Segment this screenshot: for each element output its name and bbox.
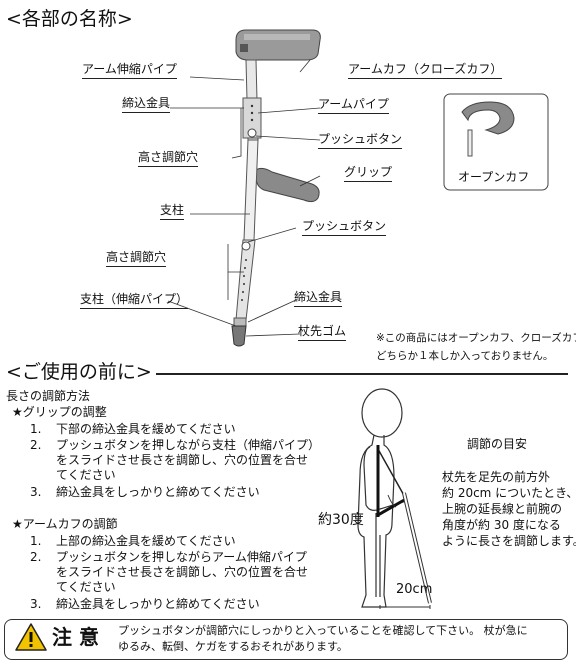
grip-step-3-text: 締込金具をしっかりと締めてください — [56, 485, 260, 499]
grip-step-2-line2: をスライドさせ長さを調節し、穴の位置を合せ — [56, 453, 309, 467]
cuff-step-3-num: 3. — [30, 597, 42, 611]
cuff-step-2-line3: てください — [56, 580, 116, 594]
parts-section-title: <各部の名称> — [6, 8, 133, 30]
caution-title: 注 意 — [52, 625, 99, 649]
arm-pipe-label: アームパイプ — [318, 97, 389, 114]
guide-line-1: 杖先を足先の前方外 — [442, 470, 551, 484]
tip-rubber-label: 杖先ゴム — [298, 324, 347, 341]
push-button-bottom-label: プッシュボタン — [302, 219, 387, 236]
caution-box — [4, 619, 568, 660]
cuff-step-2-line2: をスライドさせ長さを調節し、穴の位置を合せ — [56, 565, 309, 579]
height-holes-top-label: 高さ調節穴 — [138, 150, 199, 167]
open-cuff-label: オープンカフ — [458, 170, 530, 184]
guide-line-3: 上腕の延長線と前腕の — [442, 502, 563, 516]
grip-step-2-num: 2. — [30, 438, 42, 452]
cuff-step-2-line1: プッシュボタンを押しながらアーム伸縮パイプ — [56, 550, 307, 564]
grip-heading: ★グリップの調整 — [12, 405, 107, 419]
guide-line-5: ように長さを調節します。 — [442, 534, 576, 548]
length-heading: 長さの調節方法 — [6, 389, 91, 403]
cuff-step-2-num: 2. — [30, 550, 42, 564]
distance-label: 20cm — [396, 582, 433, 597]
guide-title: 調節の目安 — [467, 437, 528, 451]
caution-line-1: プッシュボタンが調節穴にしっかりと入っていることを確認して下さい。 杖が急に — [118, 624, 528, 637]
height-holes-bottom-label: 高さ調節穴 — [106, 250, 167, 267]
grip-step-1-text: 下部の締込金具を緩めてください — [56, 422, 236, 436]
cuff-note-line2: どちらか１本しか入っておりません。 — [376, 350, 554, 362]
grip-step-3-num: 3. — [30, 485, 42, 499]
shaft-label: 支柱 — [160, 203, 185, 220]
guide-line-2: 約 20cm についたとき、 — [442, 486, 576, 500]
cuff-step-1-num: 1. — [30, 534, 42, 548]
grip-step-2-line3: てください — [56, 468, 116, 482]
grip-step-1-num: 1. — [30, 422, 42, 436]
grip-label: グリップ — [344, 165, 393, 182]
clamp-top-label: 締込金具 — [122, 96, 171, 113]
person-illustration — [357, 388, 432, 609]
shaft-extension-label: 支柱（伸縮パイプ） — [80, 292, 189, 309]
cuff-step-3-text: 締込金具をしっかりと締めてください — [56, 597, 260, 611]
cuff-heading: ★アームカフの調節 — [12, 517, 118, 531]
clamp-bottom-label: 締込金具 — [294, 290, 343, 307]
cuff-note-line1: ※この商品にはオープンカフ、クローズカフ — [376, 332, 576, 344]
crutch-illustration — [167, 29, 549, 347]
usage-title-rule — [156, 373, 568, 375]
caution-line-2: ゆるみ、転倒、ケガをするおそれがあります。 — [118, 640, 348, 653]
usage-section-title: <ご使用の前に> — [6, 361, 152, 383]
cuff-step-1-text: 上部の締込金具を緩めてください — [56, 534, 236, 548]
arm-extension-pipe-label: アーム伸縮パイプ — [82, 62, 177, 79]
warning-triangle-icon — [15, 623, 47, 651]
guide-line-4: 角度が約 30 度になる — [442, 518, 561, 532]
grip-step-2-line1: プッシュボタンを押しながら支柱（伸縮パイプ） — [56, 438, 321, 452]
push-button-top-label: プッシュボタン — [318, 132, 403, 149]
angle-label: 約30度 — [318, 512, 364, 528]
arm-cuff-label: アームカフ（クローズカフ） — [348, 62, 503, 79]
